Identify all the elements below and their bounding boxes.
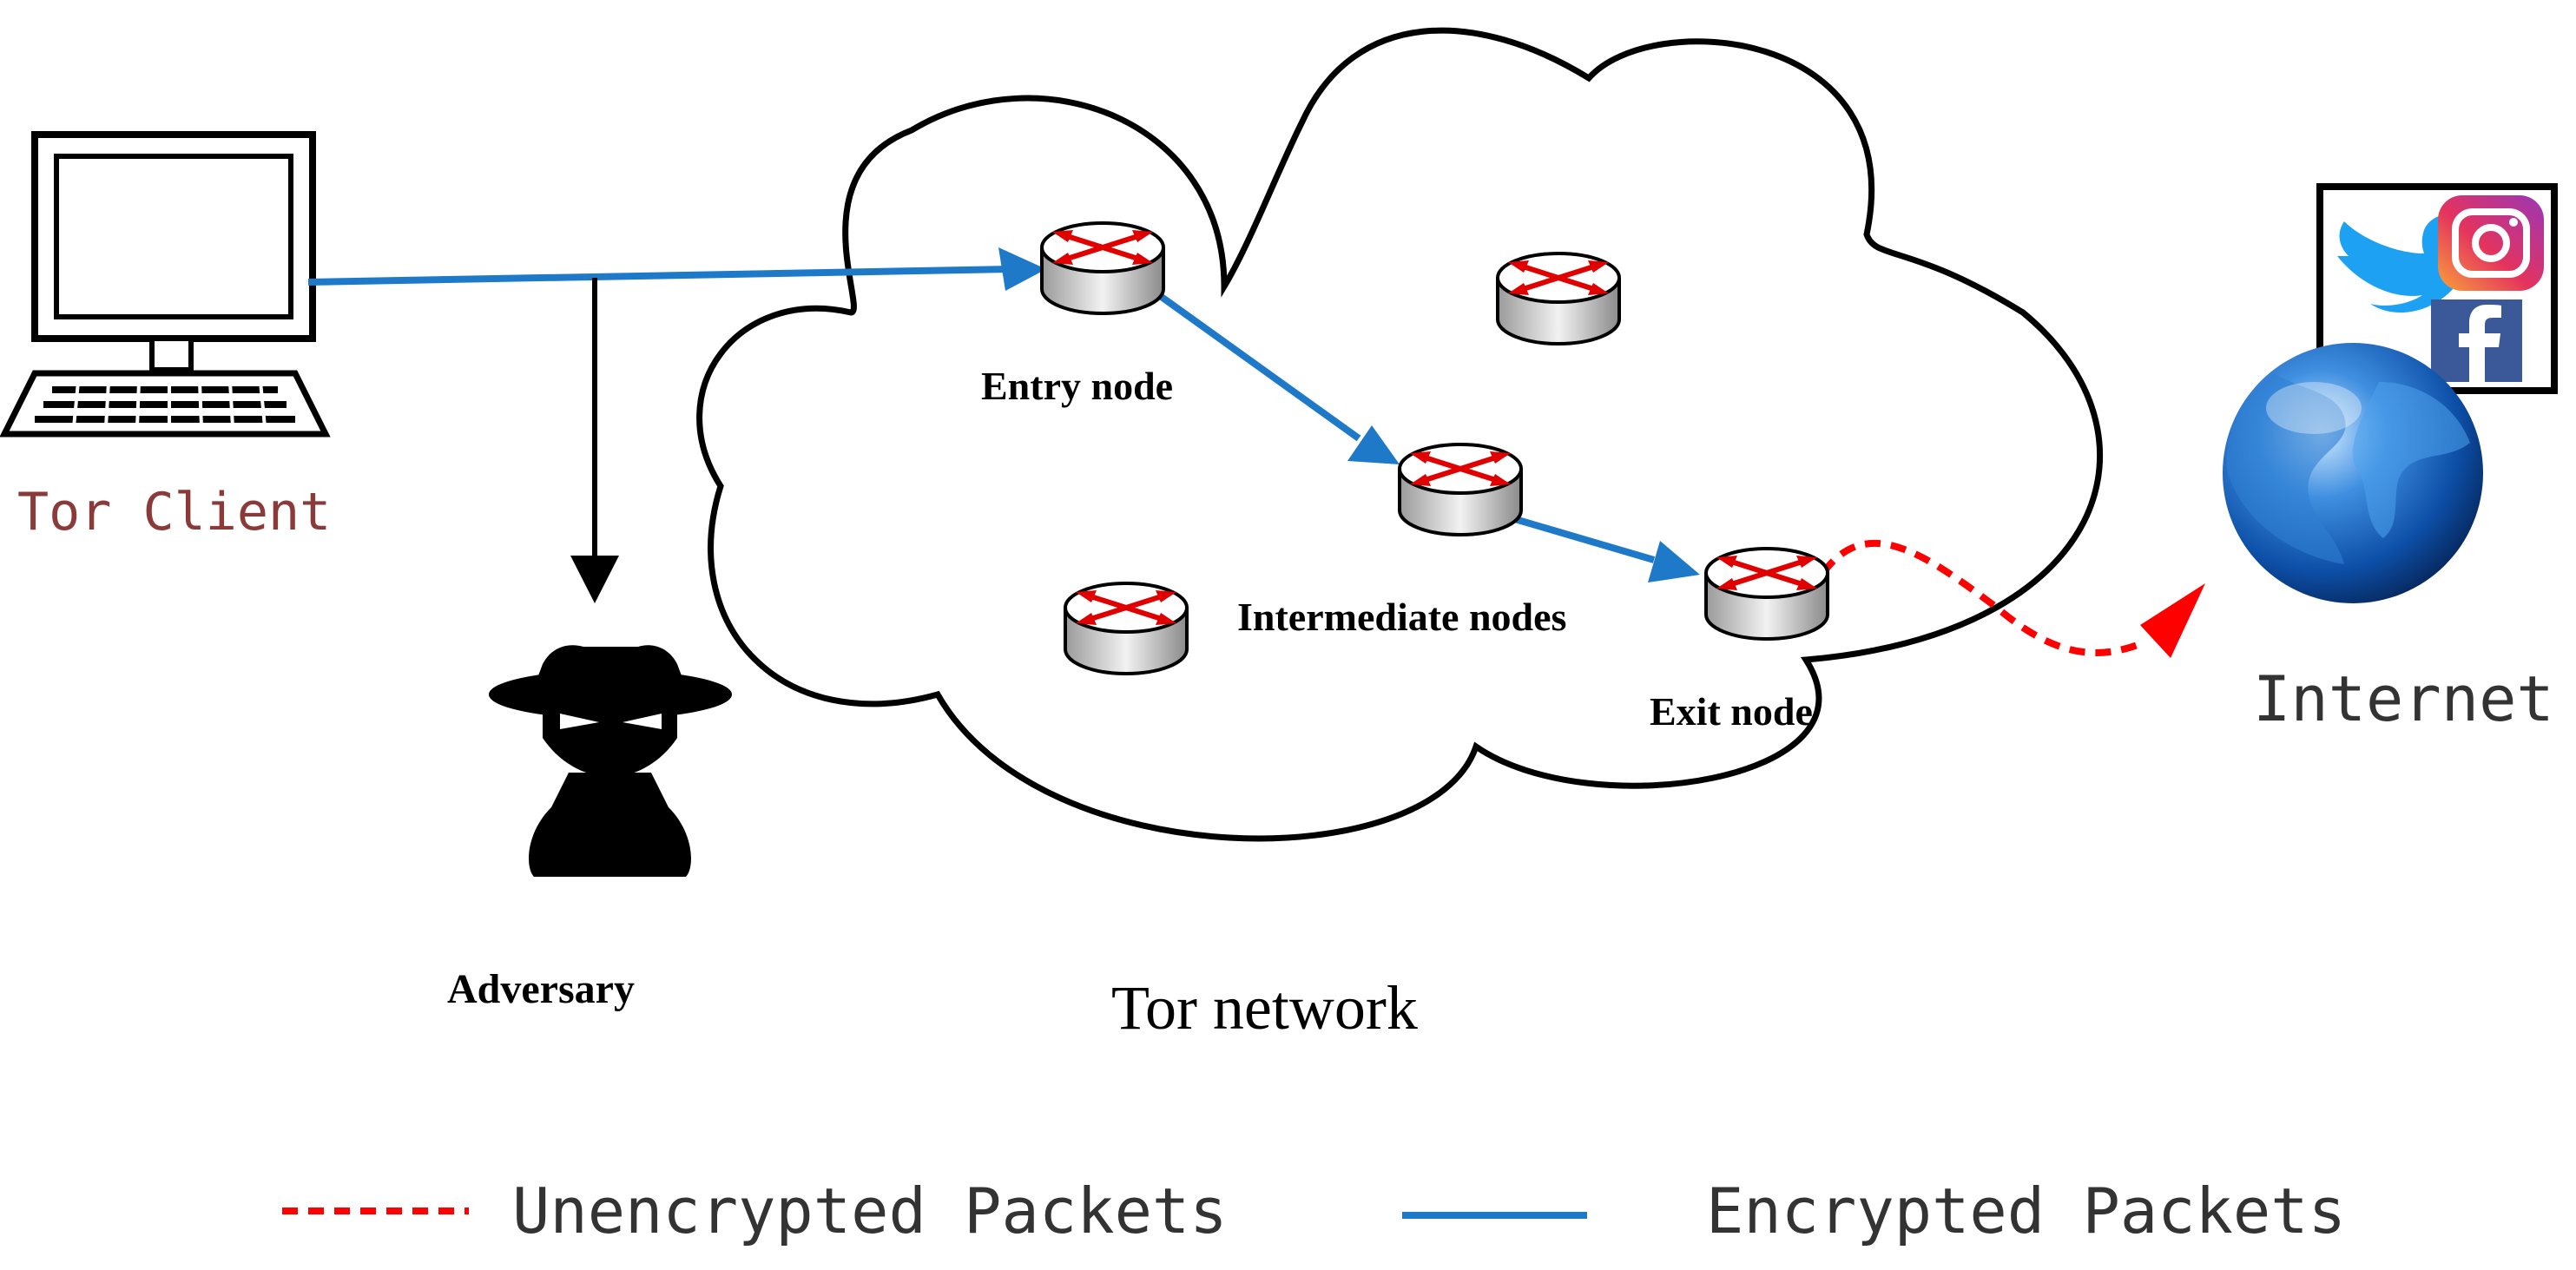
instagram-icon <box>2438 195 2544 291</box>
intermediate-nodes-label: Intermediate nodes <box>1237 595 1566 639</box>
globe-icon <box>2223 343 2483 603</box>
legend-unencrypted-label: Unencrypted Packets <box>512 1175 1228 1247</box>
intermediate-exit-link <box>1513 516 1656 563</box>
legend: Unencrypted Packets Encrypted Packets <box>282 1175 2346 1247</box>
intermediate-node-router-icon <box>1400 444 1521 535</box>
adversary-label: Adversary <box>447 966 635 1012</box>
exit-internet-unencrypted-link <box>1820 539 2146 656</box>
desktop-computer-icon <box>0 131 331 438</box>
idle-router-icon <box>1065 583 1187 674</box>
client-entry-link <box>307 266 1012 286</box>
exit-node-router-icon <box>1706 549 1828 639</box>
internet-label: Internet <box>2253 662 2554 735</box>
entry-intermediate-arrowhead <box>1347 425 1400 464</box>
entry-intermediate-link <box>1156 292 1361 442</box>
exit-node-label: Exit node <box>1650 689 1813 734</box>
legend-encrypted-label: Encrypted Packets <box>1706 1175 2346 1247</box>
intermediate-exit-arrowhead <box>1648 541 1700 582</box>
tor-client-label: Tor Client <box>17 482 331 543</box>
spy-icon <box>489 645 732 877</box>
entry-node-router-icon <box>1042 223 1163 313</box>
tor-network-caption: Tor network <box>1111 973 1418 1043</box>
facebook-icon <box>2431 299 2522 382</box>
client-entry-arrowhead <box>998 247 1046 291</box>
idle-router-icon <box>1498 253 1619 344</box>
adversary-tap-arrowhead <box>570 556 619 603</box>
entry-node-label: Entry node <box>981 364 1173 408</box>
exit-internet-arrowhead <box>2140 583 2205 658</box>
tor-network-cloud <box>696 27 2104 842</box>
